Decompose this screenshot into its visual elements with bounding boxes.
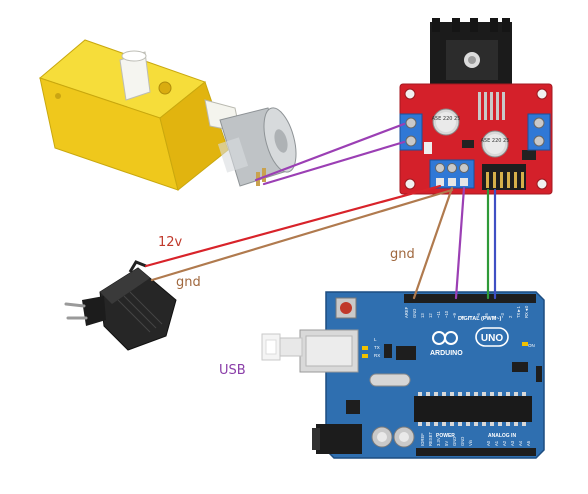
label-12v: 12v [158, 235, 183, 250]
power-pin-label: 3.3V [436, 437, 441, 446]
digital-pin-label: 7 [468, 315, 473, 318]
barrel-jack [316, 424, 362, 454]
digital-pin-label: 12 [428, 313, 433, 318]
wires [144, 122, 497, 300]
digital-pin-label: AREF [404, 306, 409, 318]
analog-pin-label: A1 [494, 440, 499, 446]
power-pin-label: IOREF [420, 433, 425, 446]
wire-gnd-adapter [150, 188, 454, 282]
terminal-motor-b [527, 113, 551, 151]
digital-pin-label: ~9 [452, 313, 457, 318]
power-pin-label: GND [452, 437, 457, 446]
l-led-label: L [374, 337, 377, 342]
wire-pin-9 [454, 186, 466, 300]
capacitor-1: A5E 220 25 [432, 108, 461, 136]
label-usb: USB [219, 363, 246, 378]
digital-pin-label: ~10 [444, 310, 449, 318]
digital-header-label: DIGITAL (PWM~) [458, 316, 502, 322]
digital-pin-label: ~3 [500, 313, 505, 318]
on-led-label: ON [528, 343, 535, 348]
label-gnd-adapter: gnd [176, 275, 201, 290]
arduino-model-text: UNO [481, 333, 503, 344]
power-adapter [64, 260, 177, 351]
power-analog-header [416, 448, 536, 456]
wire-motor-to-driver-2 [262, 140, 406, 186]
analog-pin-label: A5 [526, 440, 531, 446]
terminal-power [429, 159, 475, 189]
atmega-chip [414, 396, 532, 422]
motor-can [217, 107, 297, 187]
usb-cable [261, 333, 303, 361]
capacitor-1-label: A5E 220 25 [432, 116, 461, 122]
analog-pin-label: A3 [510, 440, 515, 446]
label-gnd-arduino: gnd [390, 247, 415, 262]
digital-pin-label: TX►1 [516, 306, 521, 318]
digital-pin-label: 2 [508, 315, 513, 318]
analog-pin-label: A4 [518, 440, 523, 446]
tx-led-label: TX [374, 345, 380, 350]
rx-led-label: RX [374, 353, 380, 358]
arduino-logo-text: ARDUINO [430, 350, 463, 357]
power-pin-label: Vin [468, 439, 473, 446]
wire-motor-to-driver-1 [254, 122, 406, 182]
digital-pin-label: 4 [492, 315, 497, 318]
heatsink [430, 18, 512, 92]
digital-pin-label: 13 [420, 313, 425, 318]
capacitor-2: A5E 220 25 [481, 130, 510, 158]
l298n-driver: A5E 220 25 A5E 220 25 [399, 18, 553, 195]
dc-gear-motor [38, 39, 297, 191]
digital-pin-label: ~11 [436, 311, 441, 318]
power-pin-label: GND [460, 437, 465, 446]
analog-pin-label: A2 [502, 440, 507, 446]
wire-12v [144, 184, 442, 268]
digital-pin-label: GND [412, 309, 417, 318]
analog-pin-label: A0 [486, 440, 491, 446]
digital-pin-label: RX◄0 [524, 305, 529, 318]
wire-gnd-arduino [412, 186, 454, 300]
power-header-label: POWER [436, 433, 455, 439]
arduino-logo: ARDUINO UNO [430, 327, 509, 357]
digital-header [404, 294, 536, 303]
power-pin-label: 5V [444, 441, 449, 446]
capacitor-2-label: A5E 220 25 [481, 138, 510, 144]
digital-pin-label: 8 [460, 315, 465, 318]
arduino-uno: ARDUINO UNO DIGITAL (PWM~) POWER ANALOG … [299, 291, 545, 459]
analog-header-label: ANALOG IN [488, 433, 516, 439]
driver-input-header [482, 164, 526, 190]
digital-pin-label: ~5 [484, 313, 489, 318]
terminal-motor-a [399, 113, 423, 151]
power-pin-label: RESET [428, 432, 433, 446]
digital-pin-label: ~6 [476, 313, 481, 318]
